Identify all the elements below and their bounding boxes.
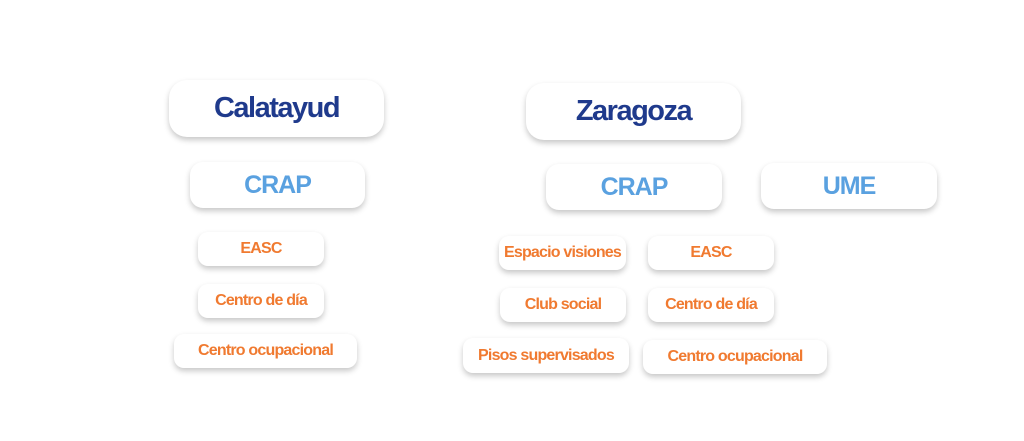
zaragoza-service-centro-dia: Centro de día bbox=[648, 288, 774, 322]
calatayud-service-centro-dia: Centro de día bbox=[198, 284, 324, 318]
calatayud-crap: CRAP bbox=[190, 162, 365, 208]
zaragoza-ume-label: UME bbox=[822, 171, 877, 200]
zaragoza-crap: CRAP bbox=[546, 164, 722, 210]
calatayud-service-easc: EASC bbox=[198, 232, 324, 266]
zaragoza-service-pisos-supervisados-label: Pisos supervisados bbox=[478, 346, 615, 364]
zaragoza-service-club-social: Club social bbox=[500, 288, 626, 322]
calatayud-service-easc-label: EASC bbox=[240, 240, 282, 257]
zaragoza-service-easc-label: EASC bbox=[690, 244, 732, 261]
zaragoza-service-espacio-visiones: Espacio visiones bbox=[499, 236, 626, 270]
calatayud-crap-label: CRAP bbox=[244, 170, 312, 199]
calatayud-service-centro-dia-label: Centro de día bbox=[215, 292, 308, 309]
zaragoza-service-centro-ocupacional: Centro ocupacional bbox=[643, 340, 827, 374]
zaragoza-service-club-social-label: Club social bbox=[524, 296, 602, 313]
city-zaragoza-label: Zaragoza bbox=[575, 95, 693, 127]
city-calatayud-label: Calatayud bbox=[213, 92, 341, 124]
city-zaragoza: Zaragoza bbox=[526, 83, 741, 140]
zaragoza-crap-label: CRAP bbox=[600, 172, 669, 201]
zaragoza-ume: UME bbox=[761, 163, 937, 209]
zaragoza-service-centro-ocupacional-label: Centro ocupacional bbox=[667, 348, 804, 365]
zaragoza-service-pisos-supervisados: Pisos supervisados bbox=[463, 338, 629, 373]
calatayud-service-centro-ocupacional: Centro ocupacional bbox=[174, 334, 357, 368]
calatayud-service-centro-ocupacional-label: Centro ocupacional bbox=[198, 342, 334, 359]
city-calatayud: Calatayud bbox=[169, 80, 384, 137]
zaragoza-service-centro-dia-label: Centro de día bbox=[665, 296, 758, 313]
zaragoza-service-espacio-visiones-label: Espacio visiones bbox=[503, 244, 622, 261]
zaragoza-service-easc: EASC bbox=[648, 236, 774, 270]
